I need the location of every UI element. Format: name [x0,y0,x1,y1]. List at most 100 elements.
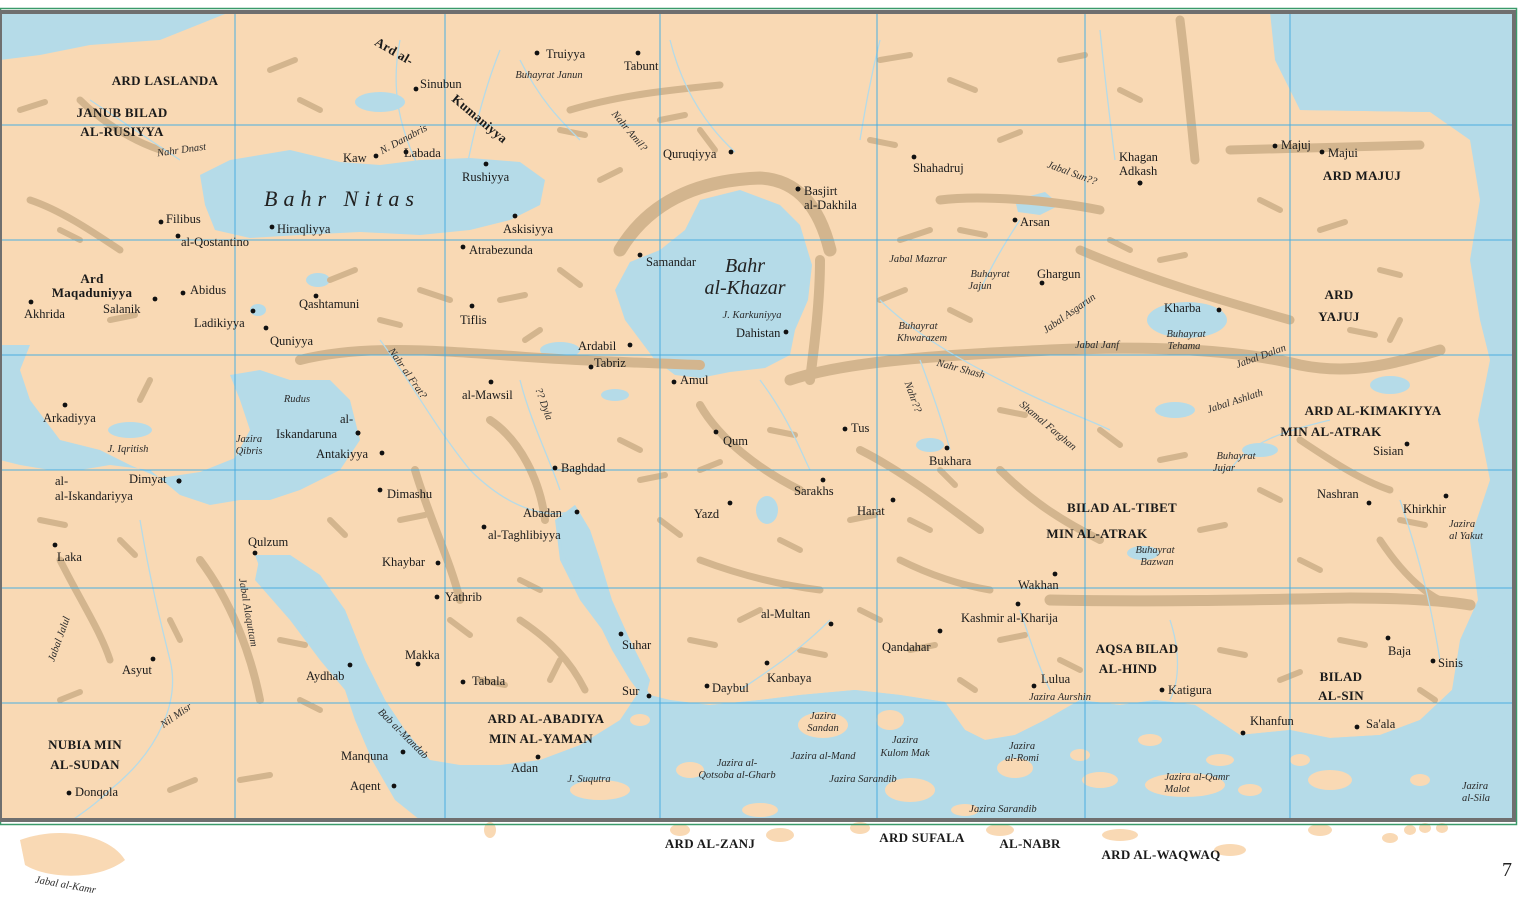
city-marker-lulua [1031,683,1037,689]
city-label-kanbaya: Kanbaya [767,671,812,685]
city-label-ladikiyya: Ladikiyya [194,316,245,330]
city-label-tabriz: Tabriz [594,356,626,370]
city-marker-iskandaruna [355,430,361,436]
city-marker-samandar [637,252,643,258]
water-label-buhayrat: Buhayrat [1135,545,1175,556]
city-label-sur: Sur [622,684,640,698]
water-label-jazira: Jazira [1449,519,1475,530]
water-label-qibris: Qibris [236,446,263,457]
city-marker-shahadruj [911,154,917,160]
water-label-j-iqritish: J. Iqritish [108,444,149,455]
water-label-buhayrat: Buhayrat [1166,329,1206,340]
city-label-al-qostantino: al-Qostantino [181,235,249,249]
city-label-salanik: Salanik [103,302,141,316]
page-number: 7 [1502,859,1512,881]
city-marker-sur [646,693,652,699]
water-label-jazira-sarandib: Jazira Sarandib [969,804,1036,815]
city-label-yazd: Yazd [694,507,720,521]
city-label-lulua: Lulua [1041,672,1071,686]
water-label-jazira: Jazira [892,735,918,746]
region-label-al-hind: AL-HIND [1099,661,1157,676]
region-label-ard-al-abadiya: ARD AL-ABADIYA [488,711,605,726]
city-label-sa-ala: Sa'ala [1366,717,1396,731]
region-label-ard-laslanda: ARD LASLANDA [112,73,219,88]
region-label-ard-sufala: ARD SUFALA [879,830,965,845]
city-marker-sarakhs [820,477,826,483]
city-label-iskandaruna: Iskandaruna [276,427,338,441]
city-marker-katigura [1159,687,1165,693]
city-label-kashmir-al-kharija: Kashmir al-Kharija [961,611,1058,625]
city-marker-al-iskandariyya [176,478,182,484]
city-marker-qashtamuni [313,293,319,299]
mountain-ranges [26,15,1476,704]
city-label-al: al- [340,412,353,426]
city-label-arkadiyya: Arkadiyya [43,411,96,425]
region-label-yajuj: YAJUJ [1318,309,1360,324]
southern-land-fragment [20,832,125,876]
city-label-shahadruj: Shahadruj [913,161,964,175]
water-label-sandan: Sandan [807,723,839,734]
city-label-hiraqliyya: Hiraqliyya [277,222,331,236]
city-marker-adkash [1137,180,1143,186]
city-label-majuj: Majuj [1281,138,1311,152]
city-label-dimyat: Dimyat [129,472,167,486]
water-label-malot: Malot [1163,784,1190,795]
city-marker-baghdad [552,465,558,471]
region-label-al-sudan: AL-SUDAN [50,757,120,772]
city-label-al-taghlibiyya: al-Taghlibiyya [488,528,561,542]
city-marker-ladikiyya [250,308,256,314]
city-marker-manquna [400,749,406,755]
land-mass [0,12,1490,820]
city-marker-bukhara [944,445,950,451]
water-label-al-romi: al-Romi [1005,753,1039,764]
islands [570,710,1430,817]
city-marker-dahistan [783,329,789,335]
city-label-abadan: Abadan [523,506,563,520]
city-marker-tiflis [469,303,475,309]
city-marker-khaybar [435,560,441,566]
city-marker-al-qostantino [175,233,181,239]
city-marker-arsan [1012,217,1018,223]
city-marker-laka [52,542,58,548]
water-label-jazira-al-qamr: Jazira al-Qamr [1164,772,1230,783]
city-marker-akhrida [28,299,34,305]
city-marker-khanfun [1240,730,1246,736]
city-label-akhrida: Akhrida [24,307,65,321]
city-marker-sinubun [413,86,419,92]
city-marker-truiyya [534,50,540,56]
city-label-tiflis: Tiflis [460,313,487,327]
water-label-al-sila: al-Sila [1462,793,1490,804]
city-label-yathrib: Yathrib [445,590,482,604]
city-marker-aqent [391,783,397,789]
city-marker-labada [403,149,409,155]
city-label-kaw: Kaw [343,151,367,165]
city-marker-al-dakhila [795,186,801,192]
city-label-majui: Majui [1328,146,1358,160]
city-marker-kanbaya [764,660,770,666]
city-label-wakhan: Wakhan [1018,578,1059,592]
city-marker-arkadiyya [62,402,68,408]
city-label-sarakhs: Sarakhs [794,484,834,498]
city-marker-rushiyya [483,161,489,167]
city-label-filibus: Filibus [166,212,201,226]
bahr-nitas-sea [200,150,545,238]
city-label-ghargun: Ghargun [1037,267,1081,281]
city-marker-yathrib [434,594,440,600]
city-label-tabala: Tabala [472,674,506,688]
region-label-al-rusiyya: AL-RUSIYYA [80,124,164,139]
city-label-quruqiyya: Quruqiyya [663,147,717,161]
city-label-qandahar: Qandahar [882,640,931,654]
city-label-aydhab: Aydhab [306,669,344,683]
city-label-arsan: Arsan [1020,215,1051,229]
city-label-al-dakhila: al-Dakhila [804,198,857,212]
water-label-jajun: Jajun [968,281,991,292]
region-label-janub-bilad: JANUB BILAD [76,105,167,120]
city-marker-filibus [158,219,164,225]
city-label-ardabil: Ardabil [578,339,617,353]
water-label-jabal-mazrar: Jabal Mazrar [889,254,947,265]
city-label-nashran: Nashran [1317,487,1359,501]
city-label-khanfun: Khanfun [1250,714,1294,728]
city-label-bukhara: Bukhara [929,454,972,468]
water-label-j-suqutra: J. Suqutra [567,774,610,785]
